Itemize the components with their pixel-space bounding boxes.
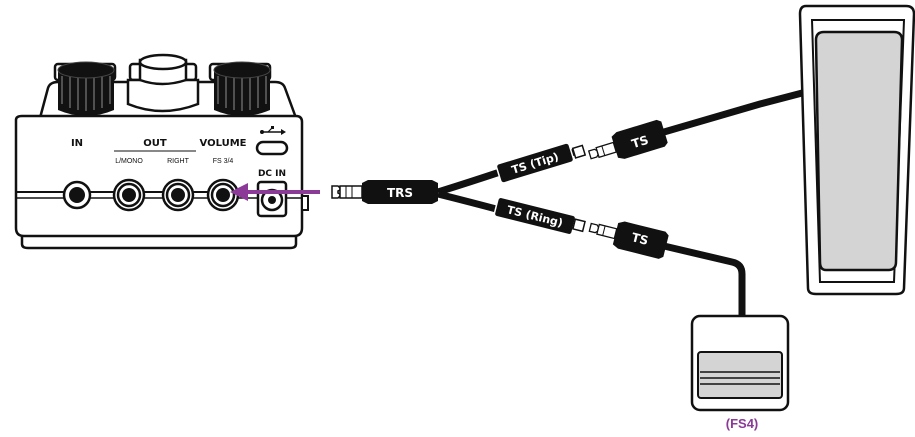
usb-icon [260,126,286,135]
insert-arrow [230,183,320,201]
usb-c-port [255,140,289,156]
expression-pedal [798,4,915,296]
knob-left [53,61,117,116]
label-in: IN [71,138,83,149]
tip-socket [571,144,587,159]
label-fs34: FS 3/4 [213,158,234,165]
label-volume: VOLUME [200,138,247,149]
label-out: OUT [143,138,167,149]
trs-plug [331,180,438,204]
ts-lower-label: TS [630,230,650,248]
cable-to-footswitch [663,242,746,320]
label-right: RIGHT [167,158,190,165]
jack-lmono [112,178,146,212]
knob-right [208,61,272,116]
knob-middle [126,53,200,113]
jack-right [161,178,195,212]
label-dcin: DC IN [258,169,286,179]
ts-upper-label: TS [630,133,650,151]
trs-label: TRS [387,186,413,200]
jack-dcin [256,180,288,218]
ts-tip-sleeve: TS (Tip) [495,142,575,184]
ts-ring-sleeve: TS (Ring) [493,196,577,236]
label-lmono: L/MONO [115,158,143,165]
pedal: IN OUT VOLUME L/MONO RIGHT FS 3/4 DC IN [14,53,309,250]
ts-plug-lower: TS [588,221,669,259]
ring-socket [572,218,586,233]
footswitch-label: (FS4) [726,416,759,431]
ts-plug-upper: TS [587,119,668,160]
cable-to-expression [663,88,807,136]
footswitch [690,314,790,412]
jack-fs34 [206,178,240,212]
jack-in [62,180,92,210]
